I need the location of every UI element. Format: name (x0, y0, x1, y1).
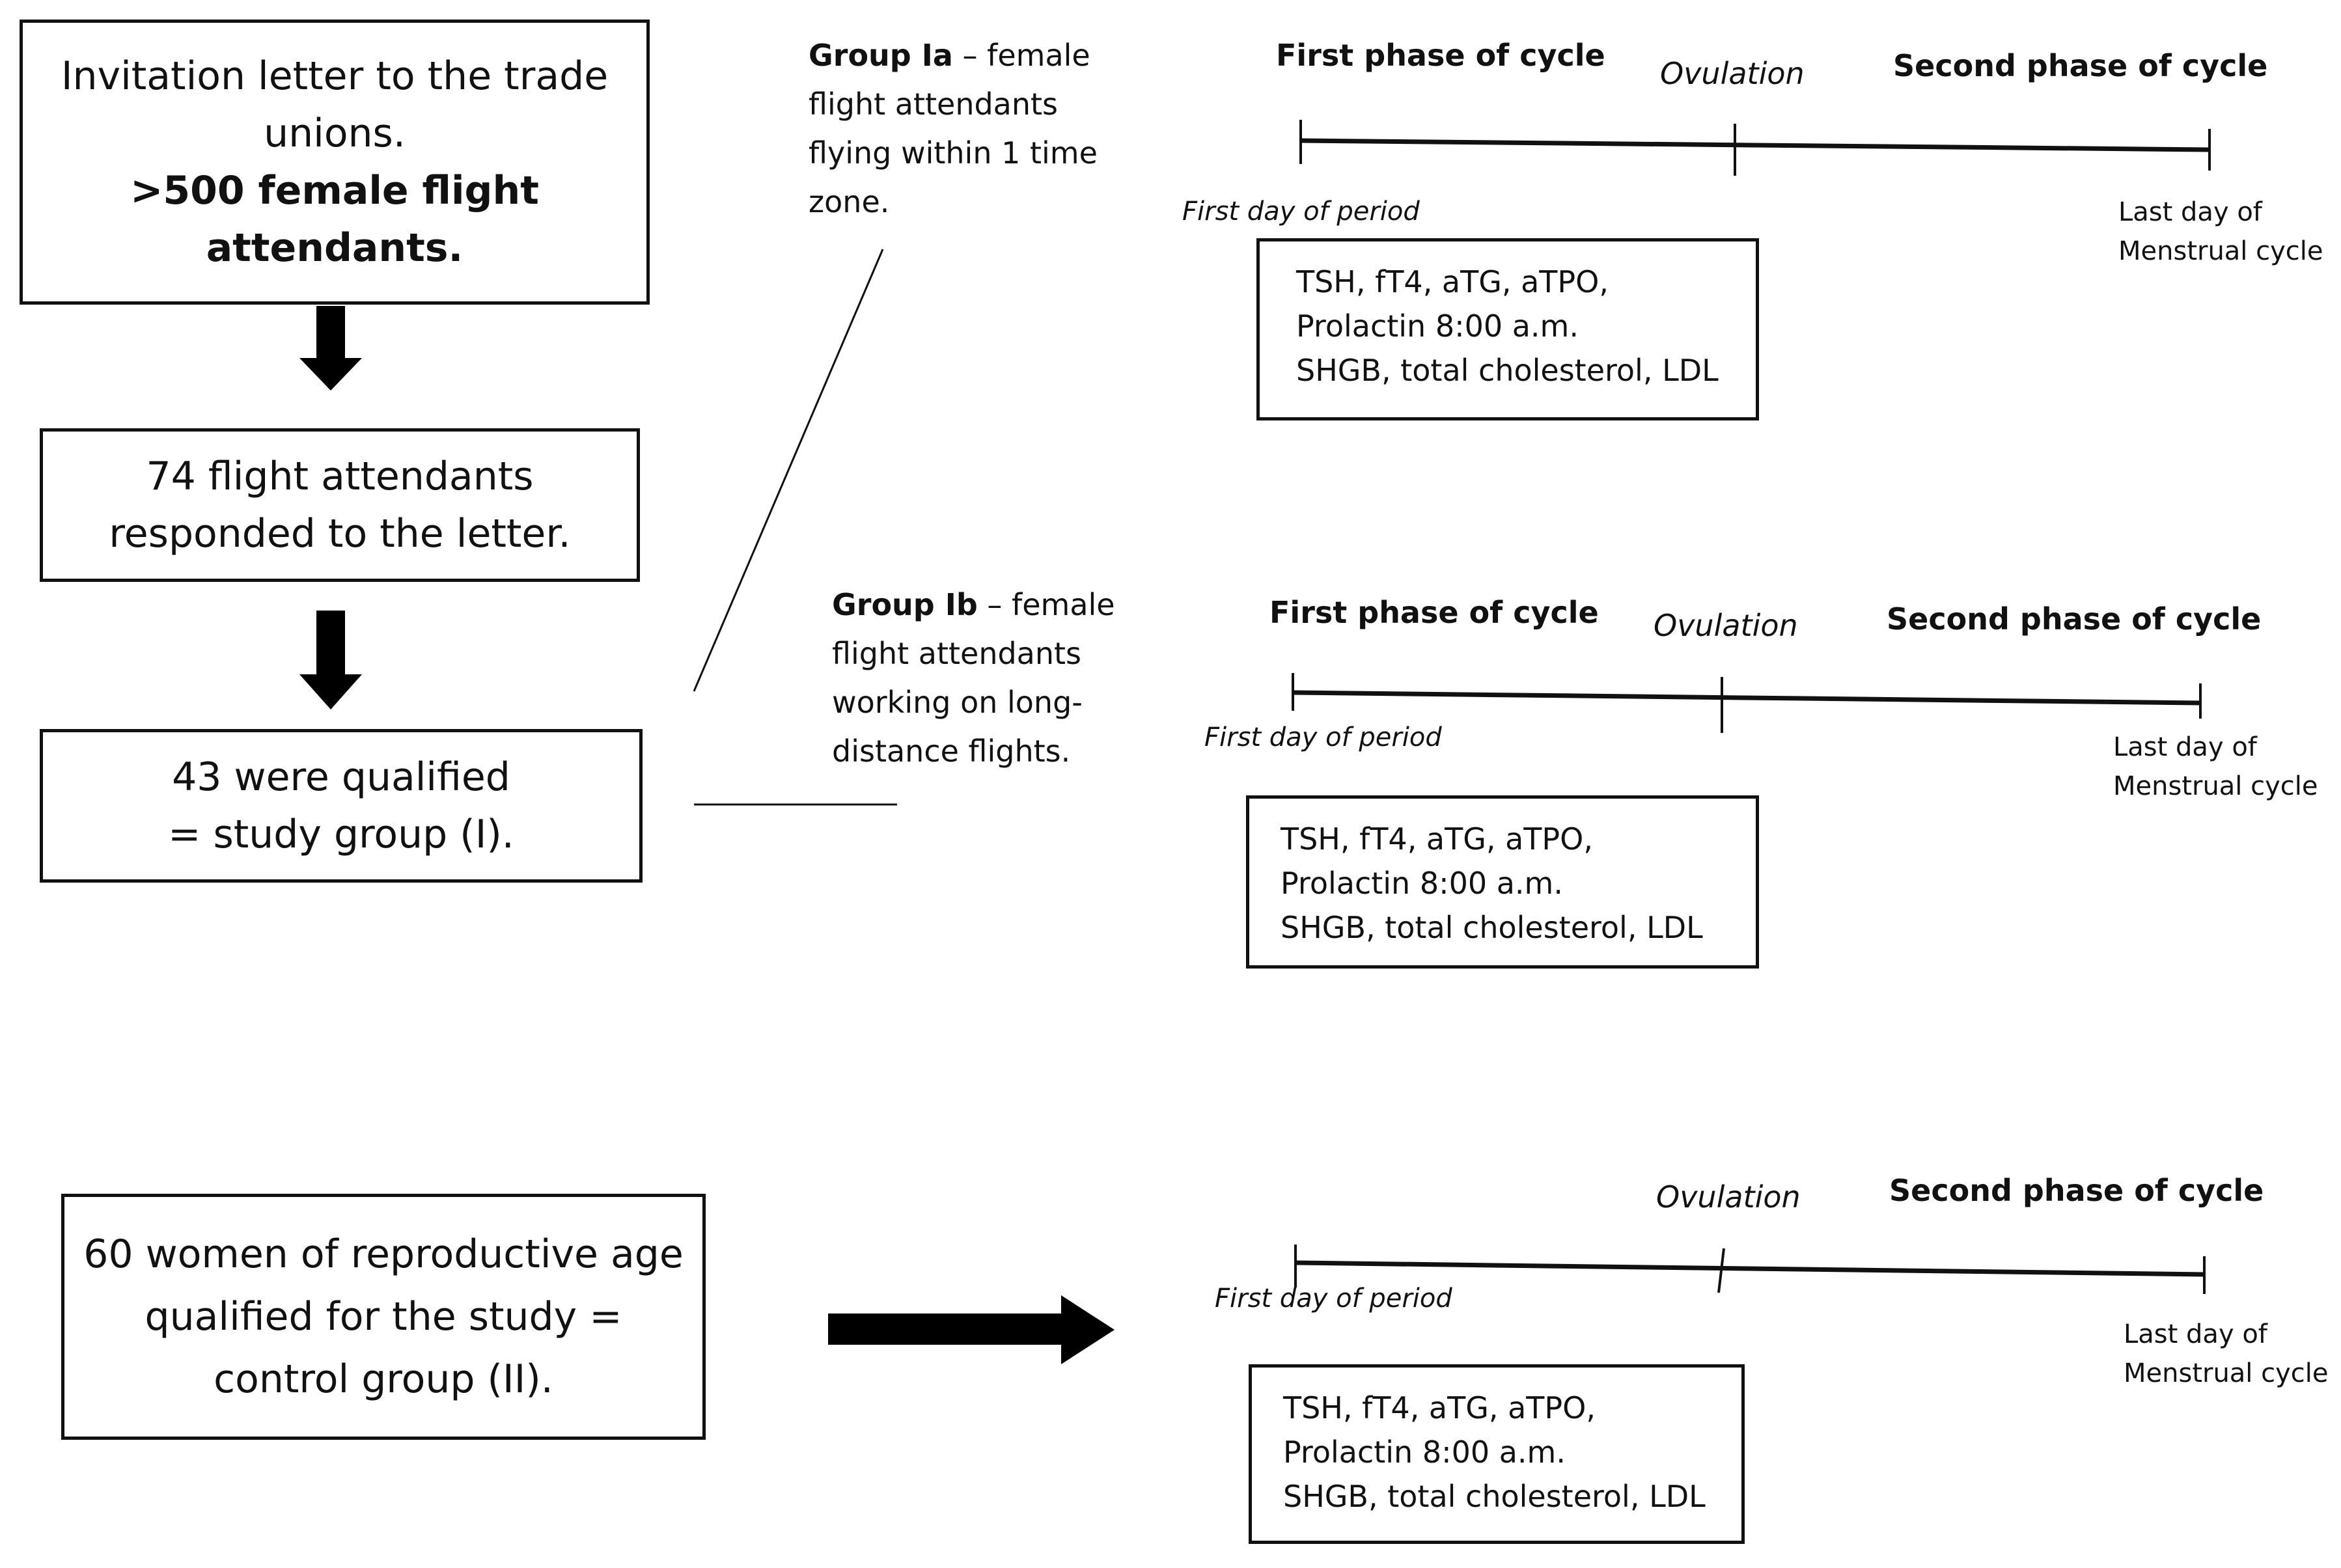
timeline-3-test-line-3: SHGB, total cholesterol, LDL (1283, 1479, 1706, 1514)
timeline-3-last-day-line-2: Menstrual cycle (2124, 1358, 2329, 1388)
control-group-box: 60 women of reproductive age qualified f… (61, 1194, 706, 1440)
branch-line-ia (693, 249, 884, 692)
group-ib-line-3: distance flights. (832, 734, 1071, 769)
timeline-3-ovulation: Ovulation (1656, 1179, 1801, 1215)
timeline-2-ovulation: Ovulation (1654, 608, 1798, 643)
group-ib-line-2: working on long- (832, 685, 1083, 720)
down-arrow-1 (299, 306, 362, 391)
timeline-3-last-day-line-1: Last day of (2124, 1319, 2267, 1349)
timeline-1-last-day: Last day of Menstrual cycle (2118, 193, 2323, 271)
timeline-2-last-day: Last day of Menstrual cycle (2113, 728, 2318, 806)
timeline-3-test-line-2: Prolactin 8:00 a.m. (1283, 1435, 1566, 1470)
timeline-1-last-day-line-2: Menstrual cycle (2118, 236, 2323, 266)
group-ib-dash: – female (977, 587, 1115, 622)
qualified-line-2: = study group (I). (168, 812, 514, 857)
timeline-1-test-line-3: SHGB, total cholesterol, LDL (1296, 353, 1719, 388)
timeline-2-last-day-line-1: Last day of (2113, 732, 2257, 762)
group-ia-line-2: flying within 1 time (809, 135, 1098, 171)
group-ia-line-1: flight attendants (809, 87, 1059, 122)
down-arrow-2 (299, 611, 362, 709)
timeline-1-first-day: First day of period (1182, 197, 1420, 227)
timeline-2-test-line-1: TSH, fT4, aTG, aTPO, (1281, 821, 1593, 857)
responded-line-2: responded to the letter. (109, 511, 571, 557)
timeline-3-axis (1294, 1245, 2206, 1294)
control-line-2: qualified for the study = (145, 1294, 622, 1340)
invitation-letter-box: Invitation letter to the trade unions. >… (20, 20, 650, 305)
timeline-2-tests-box: TSH, fT4, aTG, aTPO, Prolactin 8:00 a.m.… (1246, 795, 1759, 969)
group-ia-line-3: zone. (809, 184, 890, 219)
timeline-3-first-day: First day of period (1215, 1284, 1452, 1314)
group-ib-line-1: flight attendants (832, 636, 1082, 671)
timeline-1-second-phase: Second phase of cycle (1893, 48, 2268, 83)
timeline-2-second-phase: Second phase of cycle (1887, 601, 2262, 637)
group-ia-title: Group Ia (809, 38, 953, 73)
timeline-1-ovulation: Ovulation (1660, 56, 1805, 91)
timeline-2-first-phase: First phase of cycle (1269, 595, 1599, 630)
timeline-3-second-phase: Second phase of cycle (1889, 1173, 2264, 1208)
responded-box: 74 flight attendants responded to the le… (40, 428, 640, 582)
invitation-line-1: Invitation letter to the trade (61, 53, 609, 99)
timeline-1-last-day-line-1: Last day of (2118, 197, 2262, 227)
timeline-2-axis (1292, 673, 2202, 733)
invitation-bold-1: >500 female flight (130, 168, 539, 213)
invitation-bold-2: attendants. (206, 225, 464, 271)
group-ib-title: Group Ib (832, 587, 978, 622)
control-line-1: 60 women of reproductive age (83, 1231, 684, 1277)
timeline-1-axis (1299, 120, 2211, 176)
timeline-1-tests-box: TSH, fT4, aTG, aTPO, Prolactin 8:00 a.m.… (1256, 238, 1759, 420)
timeline-3-test-line-1: TSH, fT4, aTG, aTPO, (1283, 1390, 1596, 1425)
group-ib-label: Group Ib – female flight attendants work… (832, 581, 1115, 776)
group-ia-dash: – female (952, 38, 1090, 73)
timeline-3-last-day: Last day of Menstrual cycle (2124, 1315, 2329, 1393)
responded-line-1: 74 flight attendants (146, 454, 534, 499)
timeline-2-test-line-3: SHGB, total cholesterol, LDL (1281, 910, 1703, 945)
right-arrow (828, 1295, 1115, 1364)
timeline-1-test-line-1: TSH, fT4, aTG, aTPO, (1296, 264, 1609, 299)
qualified-line-1: 43 were qualified (172, 754, 510, 800)
timeline-1-test-line-2: Prolactin 8:00 a.m. (1296, 309, 1579, 344)
qualified-box: 43 were qualified = study group (I). (40, 729, 643, 883)
timeline-2-test-line-2: Prolactin 8:00 a.m. (1281, 866, 1563, 901)
control-line-3: control group (II). (214, 1356, 553, 1402)
group-ia-label: Group Ia – female flight attendants flyi… (809, 31, 1098, 227)
timeline-1-first-phase: First phase of cycle (1276, 38, 1605, 73)
timeline-2-last-day-line-2: Menstrual cycle (2113, 771, 2318, 801)
timeline-2-first-day: First day of period (1204, 722, 1442, 752)
invitation-line-2: unions. (264, 111, 406, 156)
timeline-3-tests-box: TSH, fT4, aTG, aTPO, Prolactin 8:00 a.m.… (1249, 1364, 1745, 1544)
